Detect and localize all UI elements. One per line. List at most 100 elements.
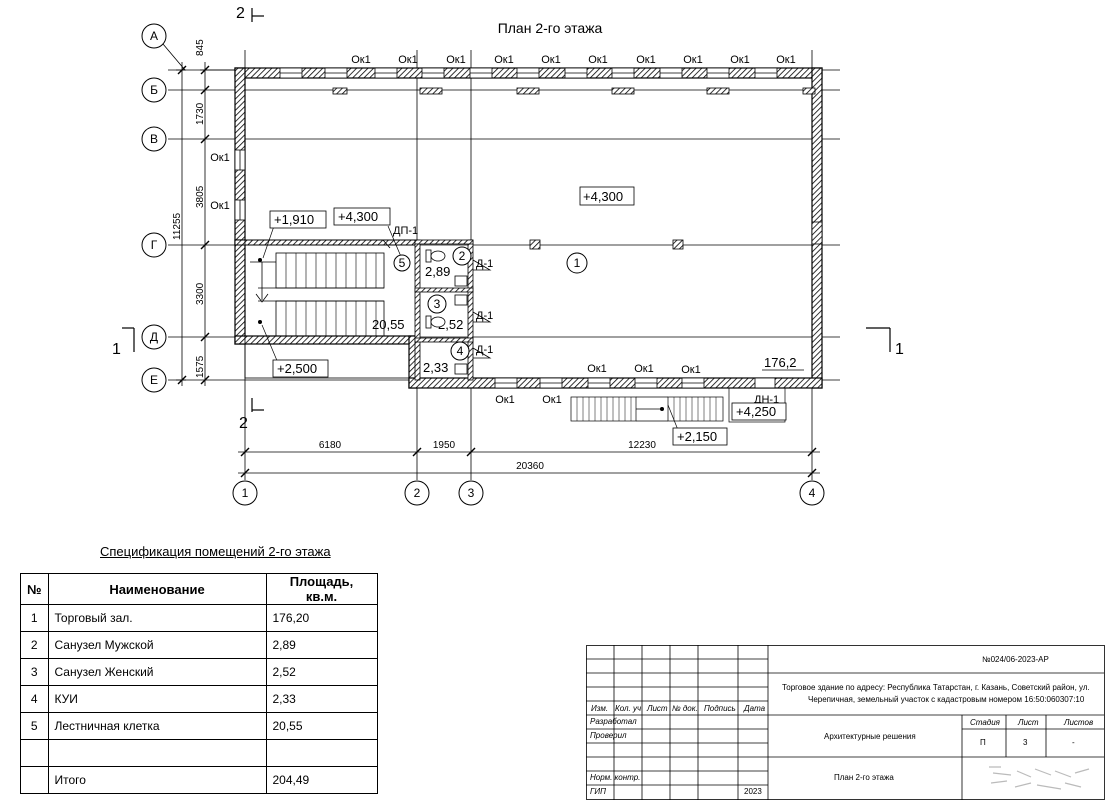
dp-label: ДП-1 (393, 225, 418, 237)
spec-cell-area: 2,33 (265, 685, 378, 713)
level-marker (258, 258, 262, 262)
level-mark: +4,300 (338, 209, 378, 224)
stamp-address-2: Черепичная, земельный участок с кадастро… (808, 695, 1085, 704)
spec-header-area: Площадь, кв.м. (265, 573, 378, 605)
stamp-role: Проверил (590, 731, 627, 740)
section-mark-top: 2 (236, 5, 245, 22)
stamp-col-doc: № док. (672, 704, 698, 713)
section-mark-right: 1 (895, 341, 904, 358)
stamp-sheet: 3 (1023, 738, 1028, 747)
table-row: 1 Торговый зал. 176,20 (20, 604, 378, 632)
stamp-col-sign: Подпись (704, 704, 736, 713)
dim-h-6180: 6180 (319, 440, 342, 451)
axis-bubbles-numbers: 1 2 3 4 (232, 480, 825, 506)
dim-v-1575: 1575 (195, 355, 206, 378)
room-area: 2,33 (423, 360, 448, 375)
stamp-role: ГИП (590, 787, 606, 796)
spec-cell-num: 2 (20, 631, 49, 659)
external-stair (570, 387, 786, 423)
stamp-sheet-header: Лист (1018, 718, 1039, 727)
window-label: Ок1 (776, 54, 796, 66)
stamp-year: 2023 (744, 787, 762, 796)
window-label: Ок1 (681, 364, 701, 376)
stamp-section: Архитектурные решения (824, 732, 916, 741)
section-mark-left: 1 (112, 341, 121, 358)
plan-title: План 2-го этажа (498, 20, 603, 36)
spec-cell-name (47, 739, 267, 767)
level-boxes (269, 186, 787, 446)
level-marker (660, 407, 664, 411)
leaders (261, 225, 679, 431)
stamp-col-list: Лист (647, 704, 668, 713)
spec-cell-num: 1 (20, 604, 49, 632)
section-mark-bottom: 2 (239, 415, 248, 432)
level-mark: +4,250 (736, 404, 776, 419)
spec-header-row: № Наименование Площадь, кв.м. (20, 573, 378, 605)
window-label: Ок1 (495, 394, 515, 406)
spec-cell-name: Лестничная клетка (47, 712, 267, 740)
stamp-sheets-header: Листов (1064, 718, 1094, 727)
table-row: 4 КУИ 2,33 (20, 685, 378, 713)
window-label: Ок1 (634, 363, 654, 375)
room-number: 2 (459, 249, 466, 263)
section-marks (122, 8, 891, 412)
window-label: Ок1 (446, 54, 466, 66)
spec-header-name: Наименование (47, 573, 267, 605)
windows-top-row (234, 67, 778, 389)
axis-label-v: В (150, 132, 158, 146)
spec-cell-area: 2,52 (265, 658, 378, 686)
room-number: 3 (434, 297, 441, 311)
table-row-total: Итого 204,49 (20, 766, 378, 794)
spec-cell-name: Санузел Мужской (47, 631, 267, 659)
table-row: 2 Санузел Мужской 2,89 (20, 631, 378, 659)
window-label: Ок1 (494, 54, 514, 66)
spec-cell-area (265, 739, 378, 767)
window-label: Ок1 (351, 54, 371, 66)
stamp-col-kol: Кол. уч (615, 704, 642, 713)
stamp-col-izm: Изм. (591, 704, 609, 713)
window-label: Ок1 (210, 200, 230, 212)
dim-v-3300: 3300 (195, 282, 206, 305)
axis-label-e: Е (150, 373, 158, 387)
spec-cell-num: 5 (20, 712, 49, 740)
room-number: 4 (457, 344, 464, 358)
spec-table: № Наименование Площадь, кв.м. 1 Торговый… (20, 573, 378, 794)
spec-cell-num: 3 (20, 658, 49, 686)
columns (332, 87, 823, 250)
axis-label-2: 2 (414, 486, 421, 500)
room-number: 1 (574, 256, 581, 270)
dim-v-1730: 1730 (195, 102, 206, 125)
level-mark: +4,300 (583, 189, 623, 204)
axis-label-3: 3 (468, 486, 475, 500)
stamp-col-date: Дата (744, 704, 766, 713)
window-label: Ок1 (636, 54, 656, 66)
window-label: Ок1 (587, 363, 607, 375)
axis-label-a: А (150, 29, 158, 43)
stamp-code: №024/06-2023-АР (982, 655, 1049, 664)
level-mark: +1,910 (274, 212, 314, 227)
window-label: Ок1 (730, 54, 750, 66)
spec-cell-num (20, 766, 49, 794)
spec-cell-area: 204,49 (265, 766, 378, 794)
level-mark: +2,150 (677, 429, 717, 444)
company-logo-placeholder (989, 766, 1090, 790)
spec-cell-area: 176,20 (265, 604, 378, 632)
spec-cell-area: 20,55 (265, 712, 378, 740)
dim-v-3805: 3805 (195, 185, 206, 208)
level-mark: +2,500 (277, 361, 317, 376)
room-number: 5 (399, 256, 406, 270)
axis-label-g: Г (151, 238, 158, 252)
axis-label-1: 1 (242, 486, 249, 500)
staircase (250, 252, 385, 337)
vertical-dimension-chain (176, 62, 240, 386)
spec-cell-area: 2,89 (265, 631, 378, 659)
door-label: Д-1 (476, 310, 493, 322)
stamp-drawing-name: План 2-го этажа (834, 773, 894, 782)
table-row: 5 Лестничная клетка 20,55 (20, 712, 378, 740)
horizontal-dimension-chain (238, 447, 820, 478)
room-area: 20,55 (372, 317, 405, 332)
window-label: Ок1 (683, 54, 703, 66)
spec-cell-name: Итого (47, 766, 267, 794)
window-label: Ок1 (588, 54, 608, 66)
door-label: Д-1 (476, 344, 493, 356)
